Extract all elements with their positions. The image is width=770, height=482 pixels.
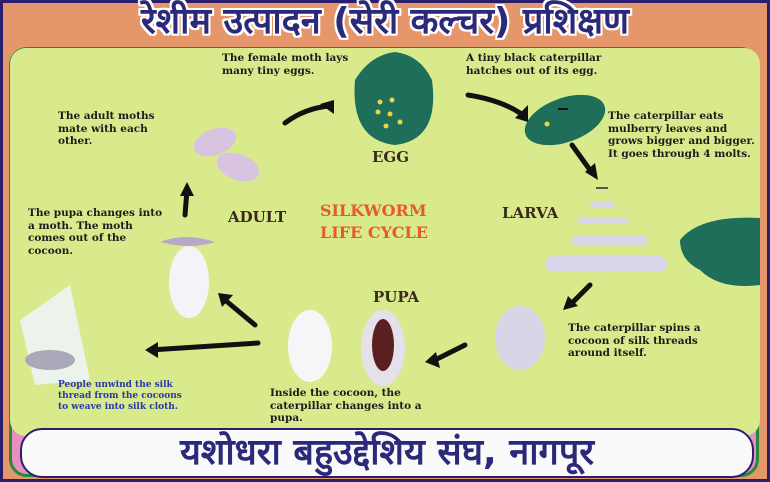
caption-spins: The caterpillar spins a cocoon of silk t… (568, 322, 701, 359)
mulberry-leaf-icon (680, 217, 760, 286)
caption-mate: The adult moths mate with each other. (58, 110, 155, 147)
caption-hatch: A tiny black caterpillar hatches out of … (466, 52, 602, 77)
larva-icon (545, 187, 667, 272)
stage-adult: ADULT (228, 208, 287, 226)
open-cocoon-pupa-icon (361, 310, 405, 386)
spinning-cocoon-icon (495, 306, 545, 370)
stage-pupa: PUPA (373, 288, 420, 306)
poster-title: रेशीम उत्पादन (सेरी कल्चर) प्रशिक्षण (140, 1, 630, 42)
center-title-line2: LIFE CYCLE (320, 223, 428, 242)
caption-silk: People unwind the silk thread from the c… (58, 380, 182, 412)
silk-cloth-icon (20, 285, 90, 385)
hatch-leaf-icon (524, 94, 606, 146)
cocoon-icon (288, 310, 332, 382)
stage-egg: EGG (372, 148, 410, 166)
footer-banner: यशोधरा बहुउद्देशिय संघ, नागपूर (20, 428, 754, 478)
emerging-moth-icon (160, 237, 215, 318)
caption-eggs: The female moth lays many tiny eggs. (222, 52, 349, 77)
center-title-line1: SILKWORM (320, 201, 427, 220)
egg-leaf-icon (354, 52, 434, 145)
mating-moths-icon (193, 127, 260, 182)
caption-eats: The caterpillar eats mulberry leaves and… (608, 110, 755, 160)
arrow-icons (147, 92, 593, 363)
stage-larva: LARVA (502, 204, 559, 222)
caption-moth: The pupa changes into a moth. The moth c… (28, 207, 163, 257)
center-title: SILKWORM LIFE CYCLE (320, 200, 428, 244)
caption-pupa: Inside the cocoon, the caterpillar chang… (270, 387, 422, 424)
